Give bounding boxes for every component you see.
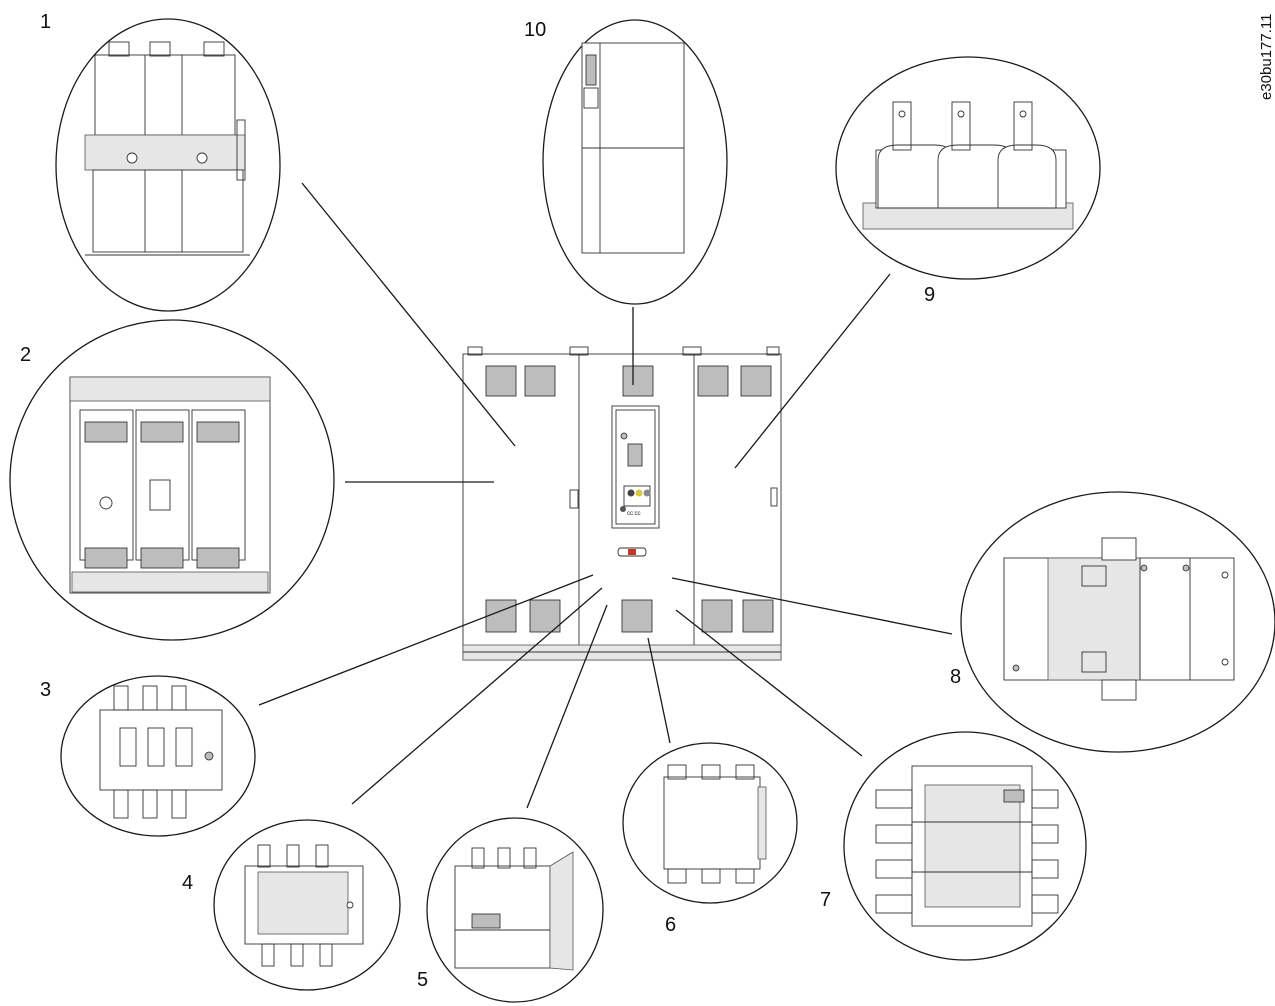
callout-10: 10 xyxy=(524,19,547,41)
leader-line-6 xyxy=(647,637,671,744)
callout-8: 8 xyxy=(950,666,962,688)
detail-circle-3 xyxy=(60,675,256,837)
callout-2: 2 xyxy=(20,344,32,366)
vent-grille xyxy=(485,365,774,633)
callout-3: 3 xyxy=(40,679,52,701)
detail-circle-10 xyxy=(542,19,728,305)
detail-circle-9 xyxy=(835,56,1101,280)
leader-line-1 xyxy=(301,182,516,447)
leader-line-9 xyxy=(734,273,891,469)
leader-line-4 xyxy=(351,587,603,805)
detail-circle-5 xyxy=(426,817,604,1003)
drive-enclosure: cc:cc xyxy=(462,346,782,661)
leader-line-3 xyxy=(258,574,594,706)
callout-5: 5 xyxy=(417,969,429,991)
detail-circle-6 xyxy=(622,742,798,904)
leader-line-7 xyxy=(675,609,863,757)
detail-circle-7 xyxy=(843,731,1087,961)
callout-6: 6 xyxy=(665,914,677,936)
leader-line-8 xyxy=(671,577,953,635)
leader-line-5 xyxy=(526,604,608,809)
callout-9: 9 xyxy=(924,284,936,306)
callout-1: 1 xyxy=(40,11,52,33)
leader-lines xyxy=(258,182,953,809)
detail-circle-2 xyxy=(9,319,335,641)
drawing-code: e30bu177.11 xyxy=(1258,13,1275,100)
detail-circle-8 xyxy=(960,491,1275,753)
detail-circle-4 xyxy=(213,819,401,991)
callout-7: 7 xyxy=(820,889,832,911)
callout-4: 4 xyxy=(182,872,194,894)
detail-circle-1 xyxy=(55,18,281,312)
panel-tag: cc:cc xyxy=(627,511,641,517)
control-panel: cc:cc xyxy=(611,405,660,529)
